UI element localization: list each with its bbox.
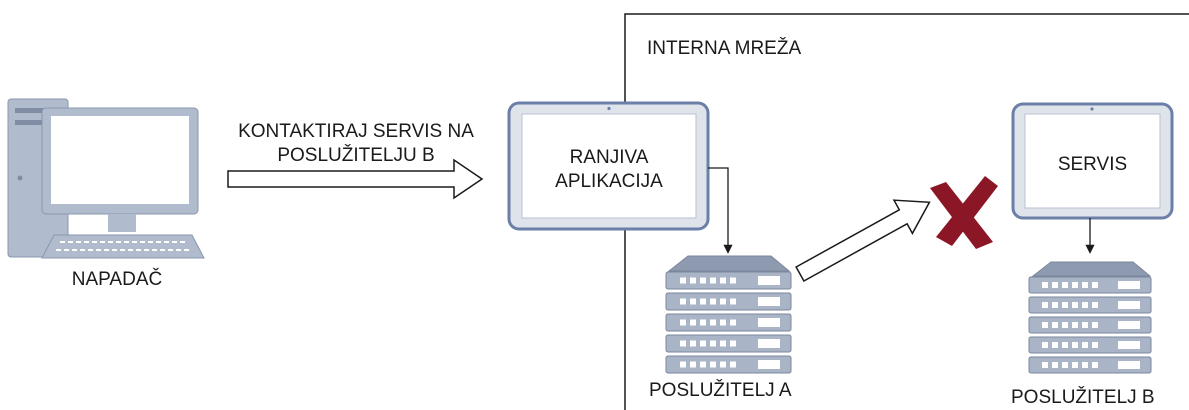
request-arrow <box>227 158 484 200</box>
request-label-line1: KONTAKTIRAJ SERVIS NA <box>238 121 474 142</box>
internal-network-boundary <box>624 13 1189 410</box>
service-tablet-icon <box>1011 102 1174 220</box>
app-to-server-a-connector <box>708 167 733 254</box>
vulnerable-app-label-line2: APLIKACIJA <box>555 171 663 192</box>
server-a-label: POSLUŽITELJ A <box>649 380 792 401</box>
cross-mark-icon <box>930 176 998 249</box>
server-b-label: POSLUŽITELJ B <box>1011 387 1155 408</box>
server-a-rack-icon <box>665 255 792 374</box>
attacker-label: NAPADAČ <box>71 269 163 290</box>
request-label-line2: POSLUŽITELJU B <box>277 145 435 166</box>
internal-network-label: INTERNA MREŽA <box>647 38 802 59</box>
server-b-rack-icon <box>1028 261 1152 374</box>
vulnerable-app-tablet-icon <box>507 101 710 231</box>
desktop-computer-icon <box>7 98 205 259</box>
service-label: SERVIS <box>1057 154 1128 175</box>
blocked-request-arrow <box>795 199 931 283</box>
vulnerable-app-label-line1: RANJIVA <box>569 147 649 168</box>
